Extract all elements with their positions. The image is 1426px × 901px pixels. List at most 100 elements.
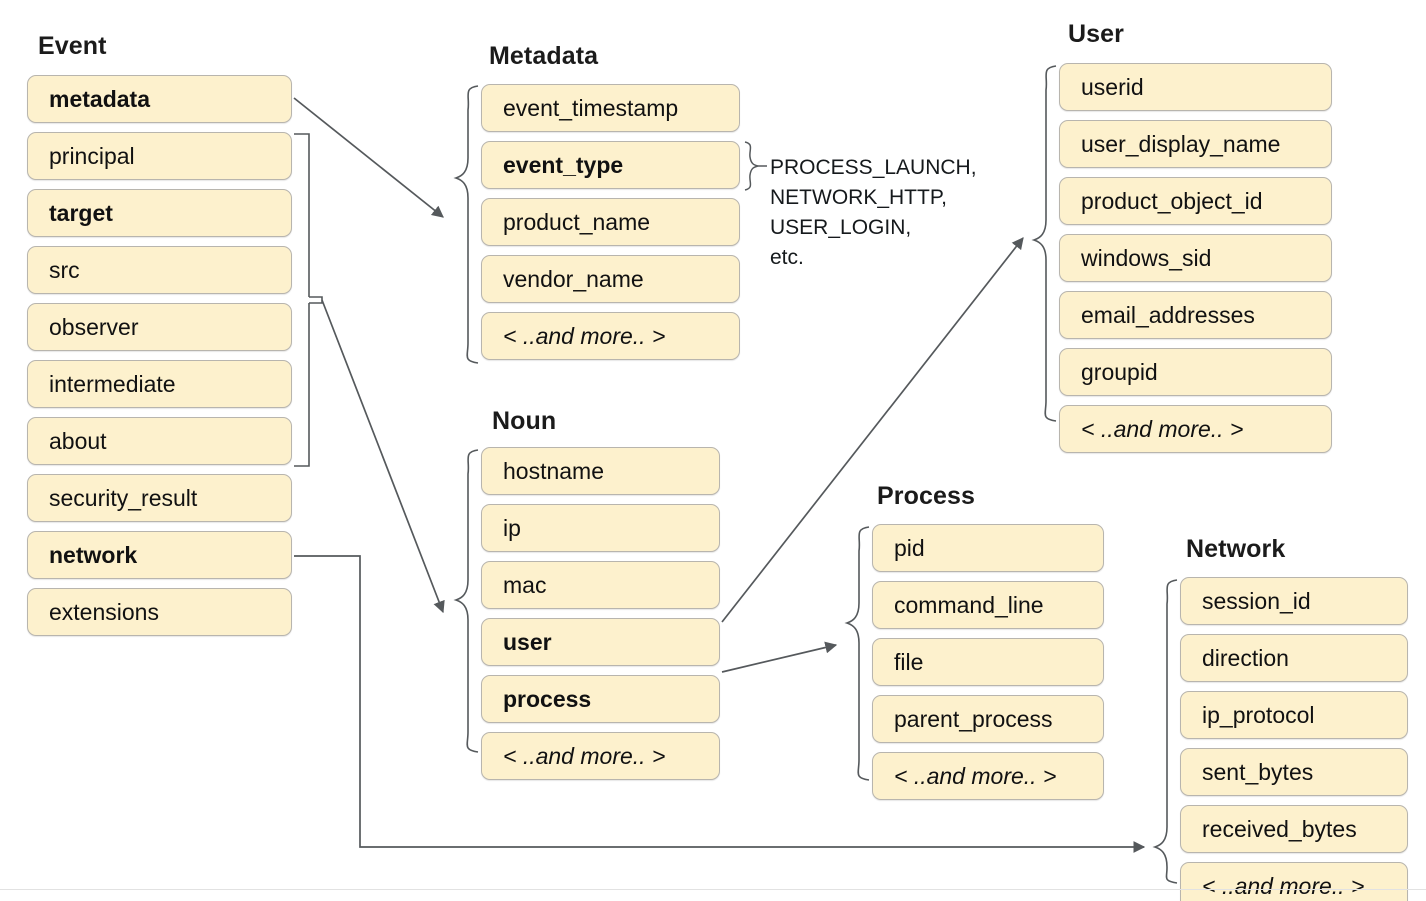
field-noun-mac[interactable]: mac: [481, 561, 720, 609]
field-label: < ..and more.. >: [1081, 415, 1244, 442]
footer-divider: [0, 889, 1426, 890]
field-user-and-more[interactable]: < ..and more.. >: [1059, 405, 1332, 453]
field-event-about[interactable]: about: [27, 417, 292, 465]
event-type-value-line: NETWORK_HTTP,: [770, 186, 947, 209]
field-label: principal: [49, 142, 135, 169]
event-type-value-brace: [744, 141, 759, 191]
field-metadata-and-more[interactable]: < ..and more.. >: [481, 312, 740, 360]
event-type-value-line: etc.: [770, 246, 804, 269]
field-label: process: [503, 685, 592, 712]
group-title-network: Network: [1186, 535, 1286, 563]
field-label: ip_protocol: [1202, 701, 1315, 728]
event-type-value-line: USER_LOGIN,: [770, 216, 912, 239]
group-title-process: Process: [877, 482, 975, 510]
metadata-group-brace: [453, 85, 479, 364]
field-event-target[interactable]: target: [27, 189, 292, 237]
field-user-groupid[interactable]: groupid: [1059, 348, 1332, 396]
event-subgroup-bracket-stub: [309, 296, 323, 304]
group-title-metadata: Metadata: [489, 42, 599, 70]
field-noun-process[interactable]: process: [481, 675, 720, 723]
field-label: windows_sid: [1081, 244, 1212, 271]
field-network-and-more[interactable]: < ..and more.. >: [1180, 862, 1408, 901]
field-label: pid: [894, 534, 925, 561]
field-noun-hostname[interactable]: hostname: [481, 447, 720, 495]
field-network-received-bytes[interactable]: received_bytes: [1180, 805, 1408, 853]
field-label: network: [49, 541, 138, 568]
connector-noun-process-to-process-group: [721, 641, 838, 673]
field-label: security_result: [49, 484, 198, 511]
field-label: observer: [49, 313, 139, 340]
field-user-user-display-name[interactable]: user_display_name: [1059, 120, 1332, 168]
group-title-event: Event: [38, 32, 107, 60]
field-network-direction[interactable]: direction: [1180, 634, 1408, 682]
field-label: direction: [1202, 644, 1289, 671]
field-network-session-id[interactable]: session_id: [1180, 577, 1408, 625]
field-label: vendor_name: [503, 265, 644, 292]
field-label: parent_process: [894, 705, 1053, 732]
field-label: product_object_id: [1081, 187, 1263, 214]
field-label: intermediate: [49, 370, 176, 397]
field-label: < ..and more.. >: [1202, 872, 1365, 899]
field-user-product-object-id[interactable]: product_object_id: [1059, 177, 1332, 225]
connector-event-nouns-to-noun-group: [321, 299, 445, 614]
field-noun-and-more[interactable]: < ..and more.. >: [481, 732, 720, 780]
field-label: target: [49, 199, 113, 226]
field-process-file[interactable]: file: [872, 638, 1104, 686]
field-label: file: [894, 648, 924, 675]
field-user-windows-sid[interactable]: windows_sid: [1059, 234, 1332, 282]
field-network-sent-bytes[interactable]: sent_bytes: [1180, 748, 1408, 796]
field-label: received_bytes: [1202, 815, 1357, 842]
field-label: event_timestamp: [503, 94, 679, 121]
event-type-value-line: PROCESS_LAUNCH,: [770, 156, 977, 179]
group-title-user: User: [1068, 20, 1124, 48]
field-label: command_line: [894, 591, 1044, 618]
field-process-and-more[interactable]: < ..and more.. >: [872, 752, 1104, 800]
field-network-ip-protocol[interactable]: ip_protocol: [1180, 691, 1408, 739]
field-label: about: [49, 427, 107, 454]
field-metadata-product-name[interactable]: product_name: [481, 198, 740, 246]
field-process-pid[interactable]: pid: [872, 524, 1104, 572]
field-noun-ip[interactable]: ip: [481, 504, 720, 552]
process-group-brace: [844, 526, 870, 781]
field-label: metadata: [49, 85, 150, 112]
event-type-values-annotation: PROCESS_LAUNCH, NETWORK_HTTP, USER_LOGIN,e…: [770, 153, 977, 273]
field-label: < ..and more.. >: [503, 322, 666, 349]
connector-metadata-to-metadata-group: [293, 97, 444, 218]
field-label: extensions: [49, 598, 159, 625]
field-noun-user[interactable]: user: [481, 618, 720, 666]
field-metadata-vendor-name[interactable]: vendor_name: [481, 255, 740, 303]
field-label: groupid: [1081, 358, 1158, 385]
field-label: product_name: [503, 208, 651, 235]
field-metadata-event-timestamp[interactable]: event_timestamp: [481, 84, 740, 132]
field-event-metadata[interactable]: metadata: [27, 75, 292, 123]
field-user-email-addresses[interactable]: email_addresses: [1059, 291, 1332, 339]
event-subgroup-bracket: [294, 133, 310, 467]
noun-group-brace: [453, 449, 479, 753]
field-label: mac: [503, 571, 547, 598]
field-event-principal[interactable]: principal: [27, 132, 292, 180]
field-process-parent-process[interactable]: parent_process: [872, 695, 1104, 743]
field-event-observer[interactable]: observer: [27, 303, 292, 351]
field-label: < ..and more.. >: [894, 762, 1057, 789]
field-event-security-result[interactable]: security_result: [27, 474, 292, 522]
field-label: userid: [1081, 73, 1144, 100]
field-event-extensions[interactable]: extensions: [27, 588, 292, 636]
field-event-src[interactable]: src: [27, 246, 292, 294]
field-process-command-line[interactable]: command_line: [872, 581, 1104, 629]
user-group-brace: [1031, 65, 1057, 422]
field-event-network[interactable]: network: [27, 531, 292, 579]
field-user-userid[interactable]: userid: [1059, 63, 1332, 111]
field-label: user: [503, 628, 552, 655]
field-label: hostname: [503, 457, 605, 484]
field-label: event_type: [503, 151, 624, 178]
field-label: src: [49, 256, 80, 283]
field-metadata-event-type[interactable]: event_type: [481, 141, 740, 189]
field-event-intermediate[interactable]: intermediate: [27, 360, 292, 408]
field-label: ip: [503, 514, 521, 541]
field-label: < ..and more.. >: [503, 742, 666, 769]
field-label: user_display_name: [1081, 130, 1281, 157]
field-label: sent_bytes: [1202, 758, 1314, 785]
group-title-noun: Noun: [492, 407, 557, 435]
network-group-brace: [1152, 579, 1178, 884]
